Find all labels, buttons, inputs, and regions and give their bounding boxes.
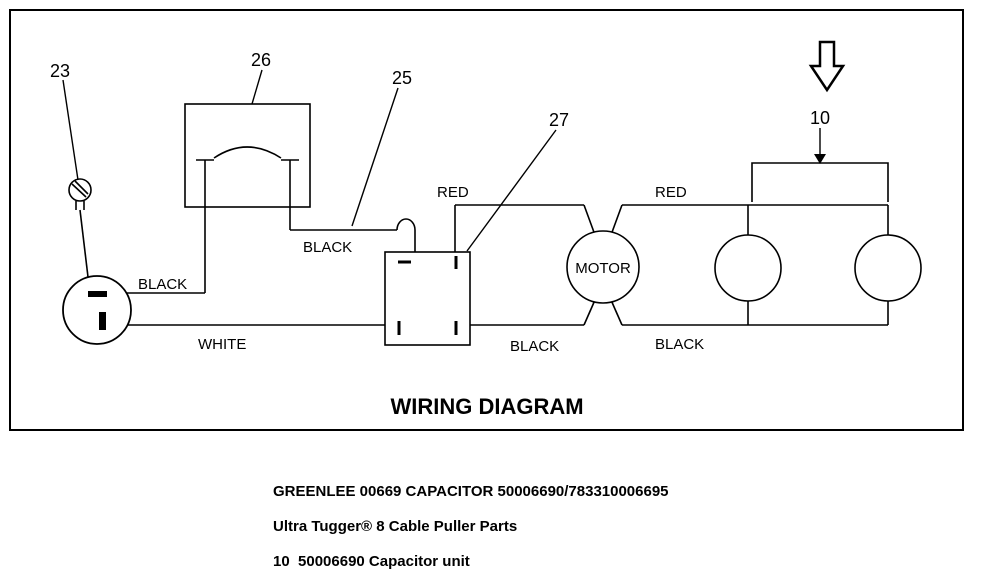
leader-27: [466, 129, 557, 252]
leader-lines: [62, 69, 821, 252]
motor-symbol: MOTOR: [566, 230, 640, 304]
motor-label: MOTOR: [575, 260, 631, 277]
capacitor-right: [854, 234, 922, 302]
leader-25: [351, 87, 399, 227]
plug-neutral-prong: [88, 291, 107, 297]
wire-black-center: [470, 299, 596, 326]
switch-27-symbol: [384, 251, 471, 346]
wire-red-right: [610, 204, 888, 236]
footer-part-number-line: GREENLEE 00669 CAPACITOR 50006690/783310…: [273, 483, 669, 500]
block-down-arrow-icon: [808, 40, 846, 93]
wire-label-black-center: BLACK: [510, 338, 559, 355]
leader-10-arrowhead: [814, 154, 826, 164]
wire-black-right: [610, 299, 888, 326]
ref-10: 10: [810, 108, 830, 128]
wire-red-left: [454, 204, 596, 252]
leader-26: [251, 69, 263, 105]
diagram-border: [9, 9, 964, 431]
switch-26-symbol: [184, 103, 311, 293]
footer-item-line: 10 50006690 Capacitor unit: [273, 553, 470, 570]
capacitor-unit-symbol: [714, 162, 922, 325]
wire-label-black-right: BLACK: [655, 336, 704, 353]
wire-label-white: WHITE: [198, 336, 246, 353]
cord-grip-symbol: [68, 178, 92, 278]
capacitor-left: [714, 234, 782, 302]
diagram-title: WIRING DIAGRAM: [390, 394, 583, 419]
wire-label-red-right: RED: [655, 184, 687, 201]
power-plug-symbol: [62, 275, 132, 345]
wire-label-black-top: BLACK: [303, 239, 352, 256]
ref-27: 27: [549, 110, 569, 130]
ref-23: 23: [50, 61, 70, 81]
wire-black-top: [290, 218, 416, 252]
ref-25: 25: [392, 68, 412, 88]
wire-label-red-left: RED: [437, 184, 469, 201]
switch-27-terminals: [397, 256, 458, 335]
leader-23: [62, 79, 79, 181]
footer-product-line: Ultra Tugger® 8 Cable Puller Parts: [273, 518, 518, 535]
plug-ground-prong: [99, 312, 106, 330]
wire-label-black-plug: BLACK: [138, 276, 187, 293]
ref-26: 26: [251, 50, 271, 70]
